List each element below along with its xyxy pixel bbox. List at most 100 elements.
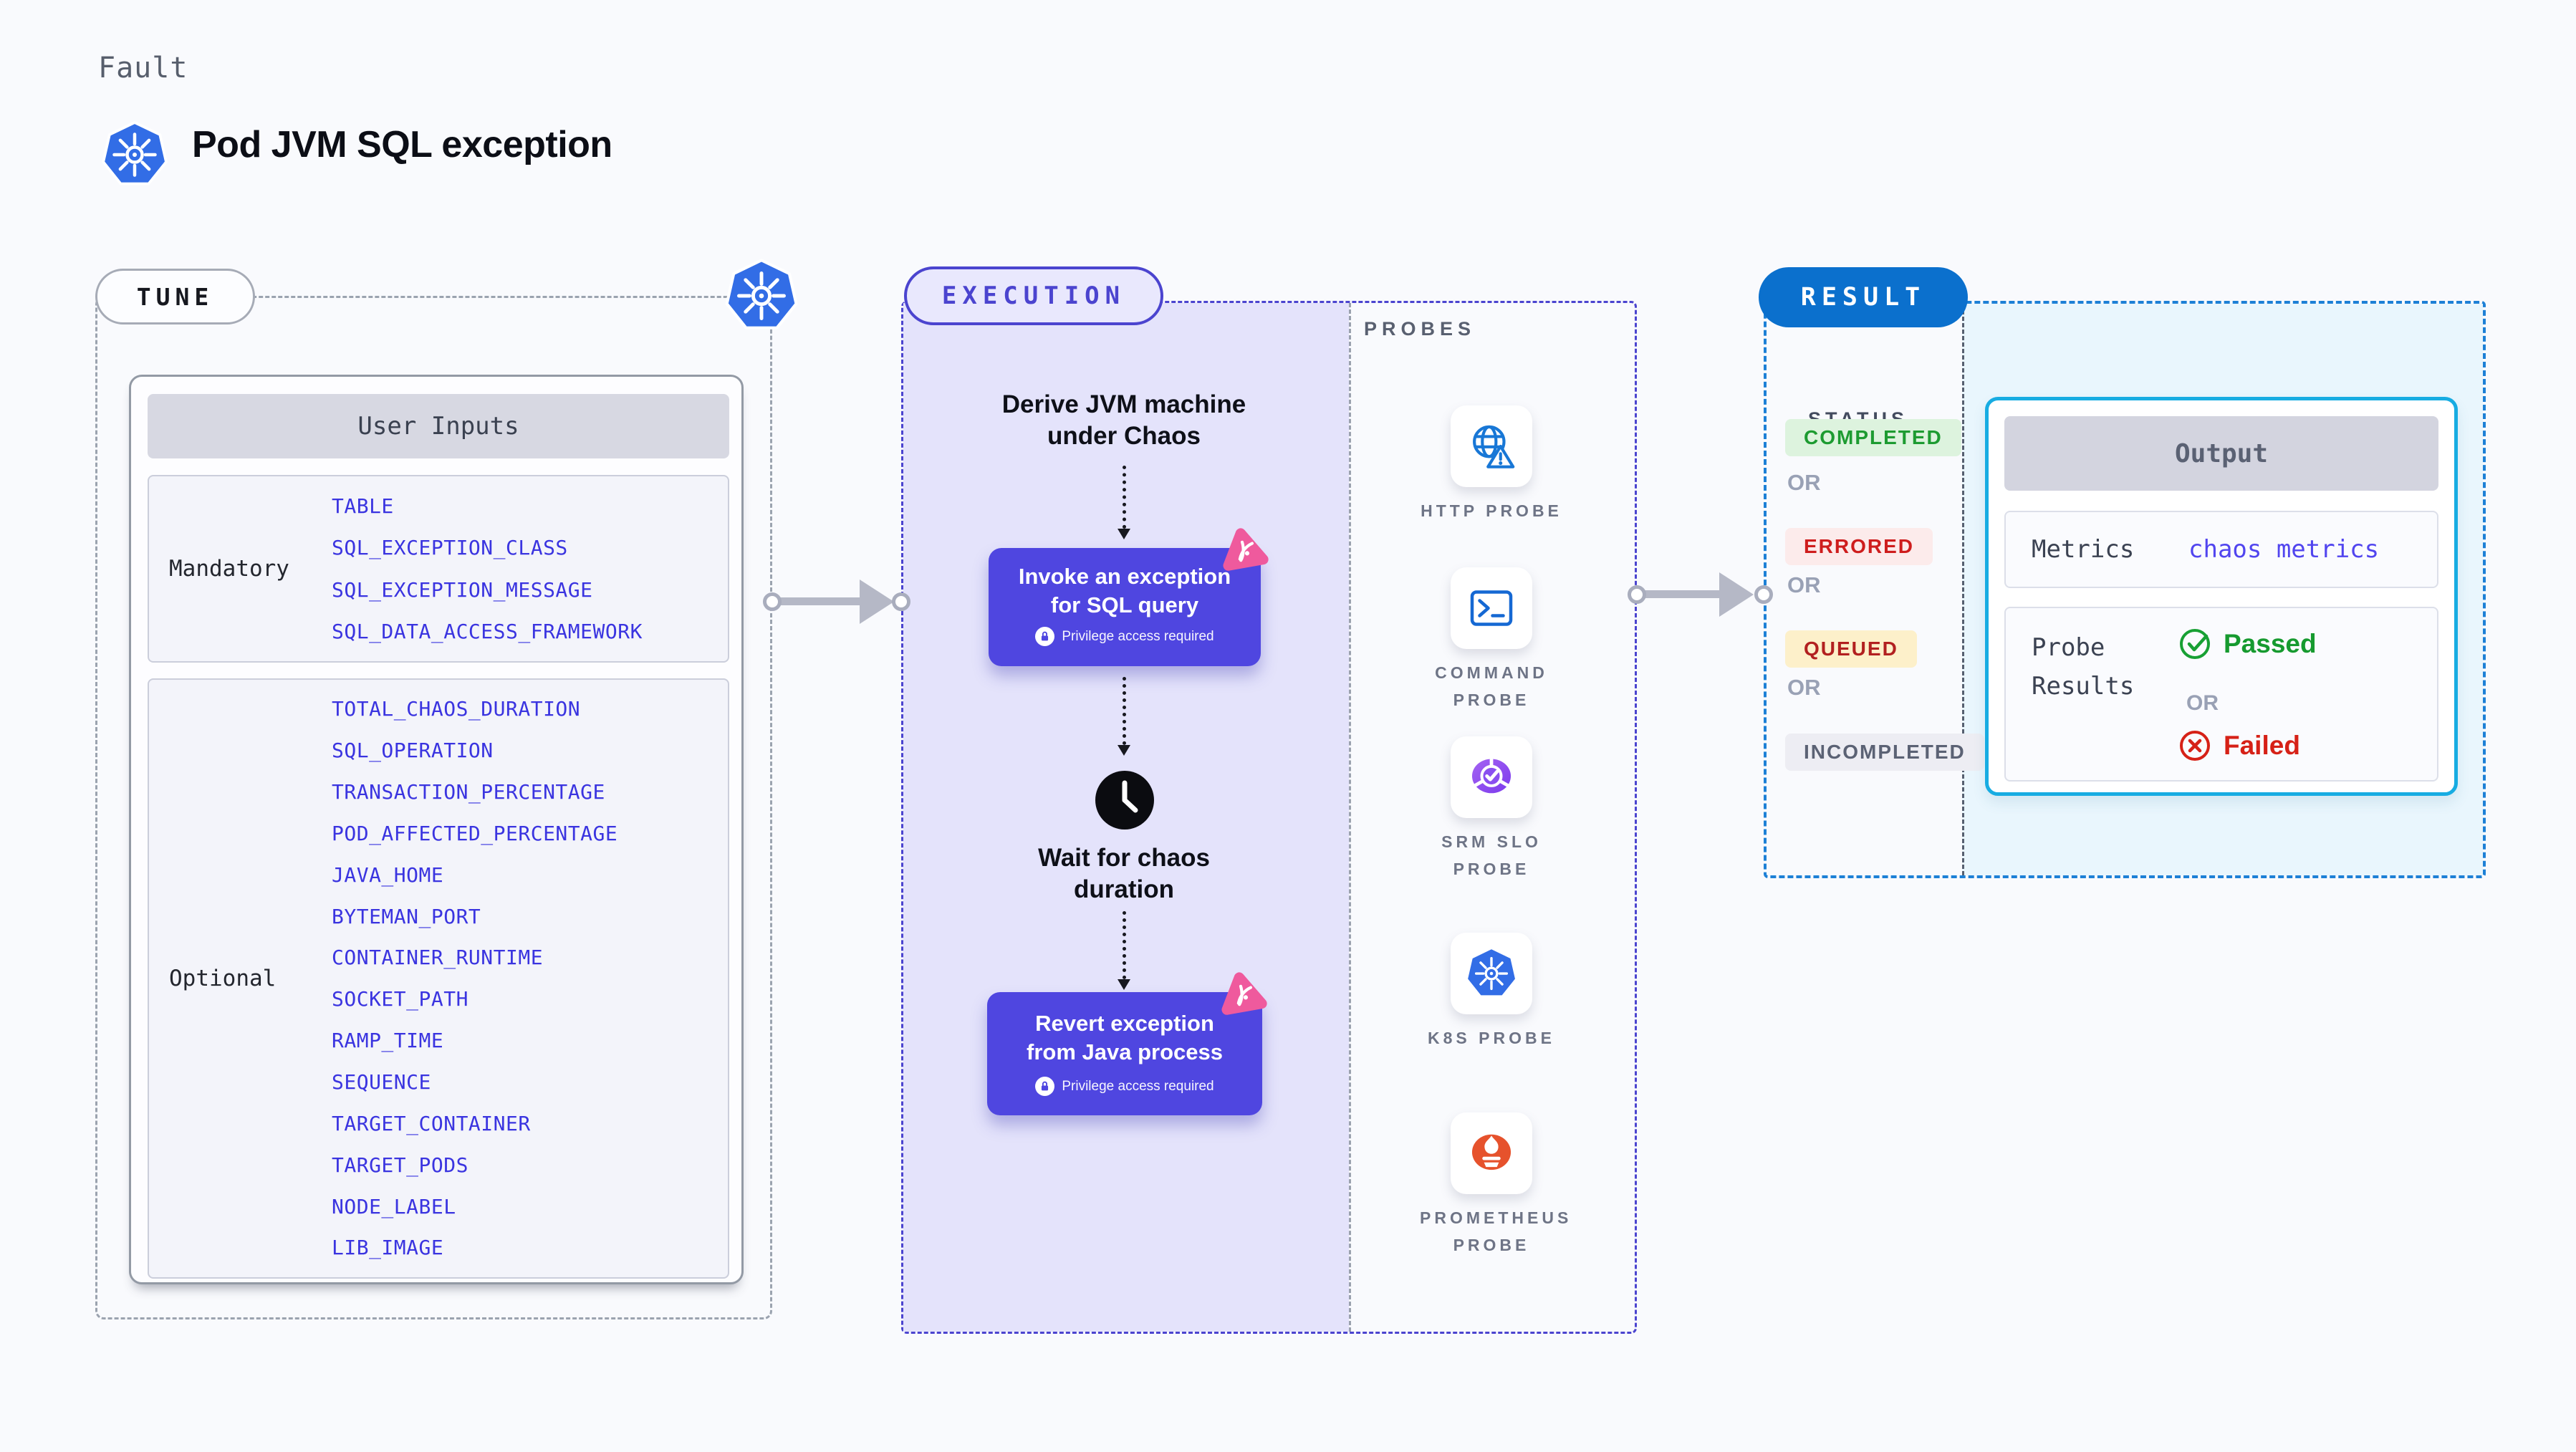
invoke-line1: Invoke an exception — [1018, 564, 1231, 589]
probe-results-line1: Probe — [2032, 633, 2105, 662]
probe-label: SRM SLO PROBE — [1441, 832, 1542, 878]
failed-x-icon — [2180, 731, 2210, 761]
probes-divider — [1349, 303, 1351, 1332]
param-item: BYTEMAN_PORT — [332, 904, 481, 928]
execution-badge: EXECUTION — [904, 266, 1163, 325]
lock-icon — [1035, 1077, 1055, 1096]
tune-badge: TUNE — [95, 269, 255, 324]
or-label: OR — [1787, 675, 1821, 700]
probe-label: PROMETHEUS PROBE — [1420, 1208, 1572, 1254]
k8s-probe-icon — [1468, 949, 1515, 996]
srm-slo-probe-card[interactable] — [1451, 736, 1532, 818]
output-card: Output Metrics chaos metrics Probe Resul… — [1985, 397, 2458, 796]
failed-label: Failed — [2224, 731, 2300, 760]
status-queued: QUEUED — [1785, 630, 1917, 668]
chaos-atom-icon — [1221, 972, 1267, 1015]
param-item: CONTAINER_RUNTIME — [332, 946, 544, 970]
step-wait-line2: duration — [1074, 875, 1174, 903]
chaos-atom-icon — [1223, 528, 1269, 571]
status-errored: ERRORED — [1785, 528, 1933, 565]
probe-label: K8S PROBE — [1428, 1029, 1555, 1047]
revert-exception-node[interactable]: Revert exception from Java process Privi… — [987, 992, 1262, 1115]
param-item: TRANSACTION_PERCENTAGE — [332, 780, 605, 804]
flow-arrowhead — [1719, 572, 1754, 617]
dotted-arrowhead — [1118, 745, 1130, 756]
param-item: TABLE — [332, 494, 394, 518]
command-probe-icon — [1470, 590, 1513, 626]
invoke-exception-node[interactable]: Invoke an exception for SQL query Privil… — [989, 548, 1261, 666]
user-inputs-card: User Inputs Mandatory TABLE SQL_EXCEPTIO… — [129, 375, 744, 1284]
optional-box: Optional TOTAL_CHAOS_DURATION SQL_OPERAT… — [148, 678, 729, 1279]
passed-check-icon — [2180, 629, 2210, 659]
prometheus-probe-card[interactable] — [1451, 1112, 1532, 1194]
clock-icon — [1095, 771, 1154, 830]
privilege-text: Privilege access required — [1062, 628, 1214, 644]
srm-slo-probe-icon — [1471, 757, 1512, 794]
param-item: POD_AFFECTED_PERCENTAGE — [332, 821, 618, 845]
param-item: SOCKET_PATH — [332, 987, 468, 1011]
or-label: OR — [1787, 572, 1821, 597]
kubernetes-icon — [102, 121, 168, 186]
dotted-arrow — [1123, 677, 1126, 745]
fault-eyebrow: Fault — [98, 52, 188, 85]
step-derive-line2: under Chaos — [1047, 422, 1201, 450]
connector-dot — [892, 592, 910, 611]
passed-row: Passed — [2178, 627, 2317, 661]
optional-list: TOTAL_CHAOS_DURATION SQL_OPERATION TRANS… — [332, 680, 728, 1277]
page-title: Pod JVM SQL exception — [192, 124, 612, 165]
mandatory-label: Mandatory — [169, 556, 289, 582]
flow-arrow-line — [1642, 590, 1728, 598]
passed-label: Passed — [2224, 629, 2317, 658]
metrics-row: Metrics chaos metrics — [2004, 511, 2438, 588]
command-probe-card[interactable] — [1451, 567, 1532, 649]
param-item: SQL_DATA_ACCESS_FRAMEWORK — [332, 620, 643, 644]
dotted-arrowhead — [1118, 979, 1130, 990]
metrics-label: Metrics — [2032, 535, 2135, 564]
privilege-text: Privilege access required — [1062, 1078, 1214, 1094]
step-derive: Derive JVM machine under Chaos — [938, 389, 1310, 452]
user-inputs-header: User Inputs — [148, 394, 729, 458]
failed-row: Failed — [2178, 729, 2300, 763]
output-header: Output — [2004, 416, 2438, 491]
step-derive-line1: Derive JVM machine — [1001, 390, 1246, 418]
status-incompleted: INCOMPLETED — [1785, 734, 1984, 771]
status-completed: COMPLETED — [1785, 419, 1961, 456]
kubernetes-icon — [725, 259, 798, 330]
http-probe-card[interactable] — [1451, 405, 1532, 487]
metrics-value[interactable]: chaos metrics — [2188, 535, 2380, 564]
param-item: JAVA_HOME — [332, 862, 444, 887]
connector-dot — [763, 592, 782, 611]
param-item: LIB_IMAGE — [332, 1236, 444, 1260]
connector-dot — [1628, 585, 1646, 604]
k8s-probe-card[interactable] — [1451, 933, 1532, 1014]
flow-arrow-line — [777, 597, 869, 605]
http-probe-icon — [1473, 425, 1515, 468]
revert-line2: from Java process — [1027, 1039, 1223, 1064]
param-item: SQL_OPERATION — [332, 739, 494, 763]
param-item: TARGET_CONTAINER — [332, 1111, 531, 1135]
param-item: SEQUENCE — [332, 1070, 431, 1095]
prometheus-probe-icon — [1471, 1134, 1512, 1170]
invoke-line2: for SQL query — [1050, 592, 1199, 617]
optional-label: Optional — [169, 966, 277, 991]
probe-results-line2: Results — [2032, 672, 2135, 701]
probe-results-label: Probe Results — [2032, 628, 2134, 706]
result-badge: RESULT — [1759, 267, 1968, 327]
dotted-arrowhead — [1118, 529, 1130, 539]
mandatory-box: Mandatory TABLE SQL_EXCEPTION_CLASS SQL_… — [148, 475, 729, 663]
step-wait: Wait for chaos duration — [938, 842, 1310, 905]
dotted-arrow — [1123, 466, 1126, 529]
dotted-arrow — [1123, 911, 1126, 979]
or-label: OR — [2186, 691, 2219, 715]
probe-label: COMMAND PROBE — [1435, 663, 1548, 709]
connector-dot — [1754, 585, 1773, 604]
or-label: OR — [1787, 470, 1821, 495]
flow-arrowhead — [860, 580, 894, 624]
result-divider — [1962, 304, 1964, 875]
param-item: SQL_EXCEPTION_CLASS — [332, 536, 568, 560]
param-item: SQL_EXCEPTION_MESSAGE — [332, 577, 593, 602]
probe-label: HTTP PROBE — [1421, 501, 1562, 520]
param-item: NODE_LABEL — [332, 1194, 456, 1218]
param-item: RAMP_TIME — [332, 1029, 444, 1053]
